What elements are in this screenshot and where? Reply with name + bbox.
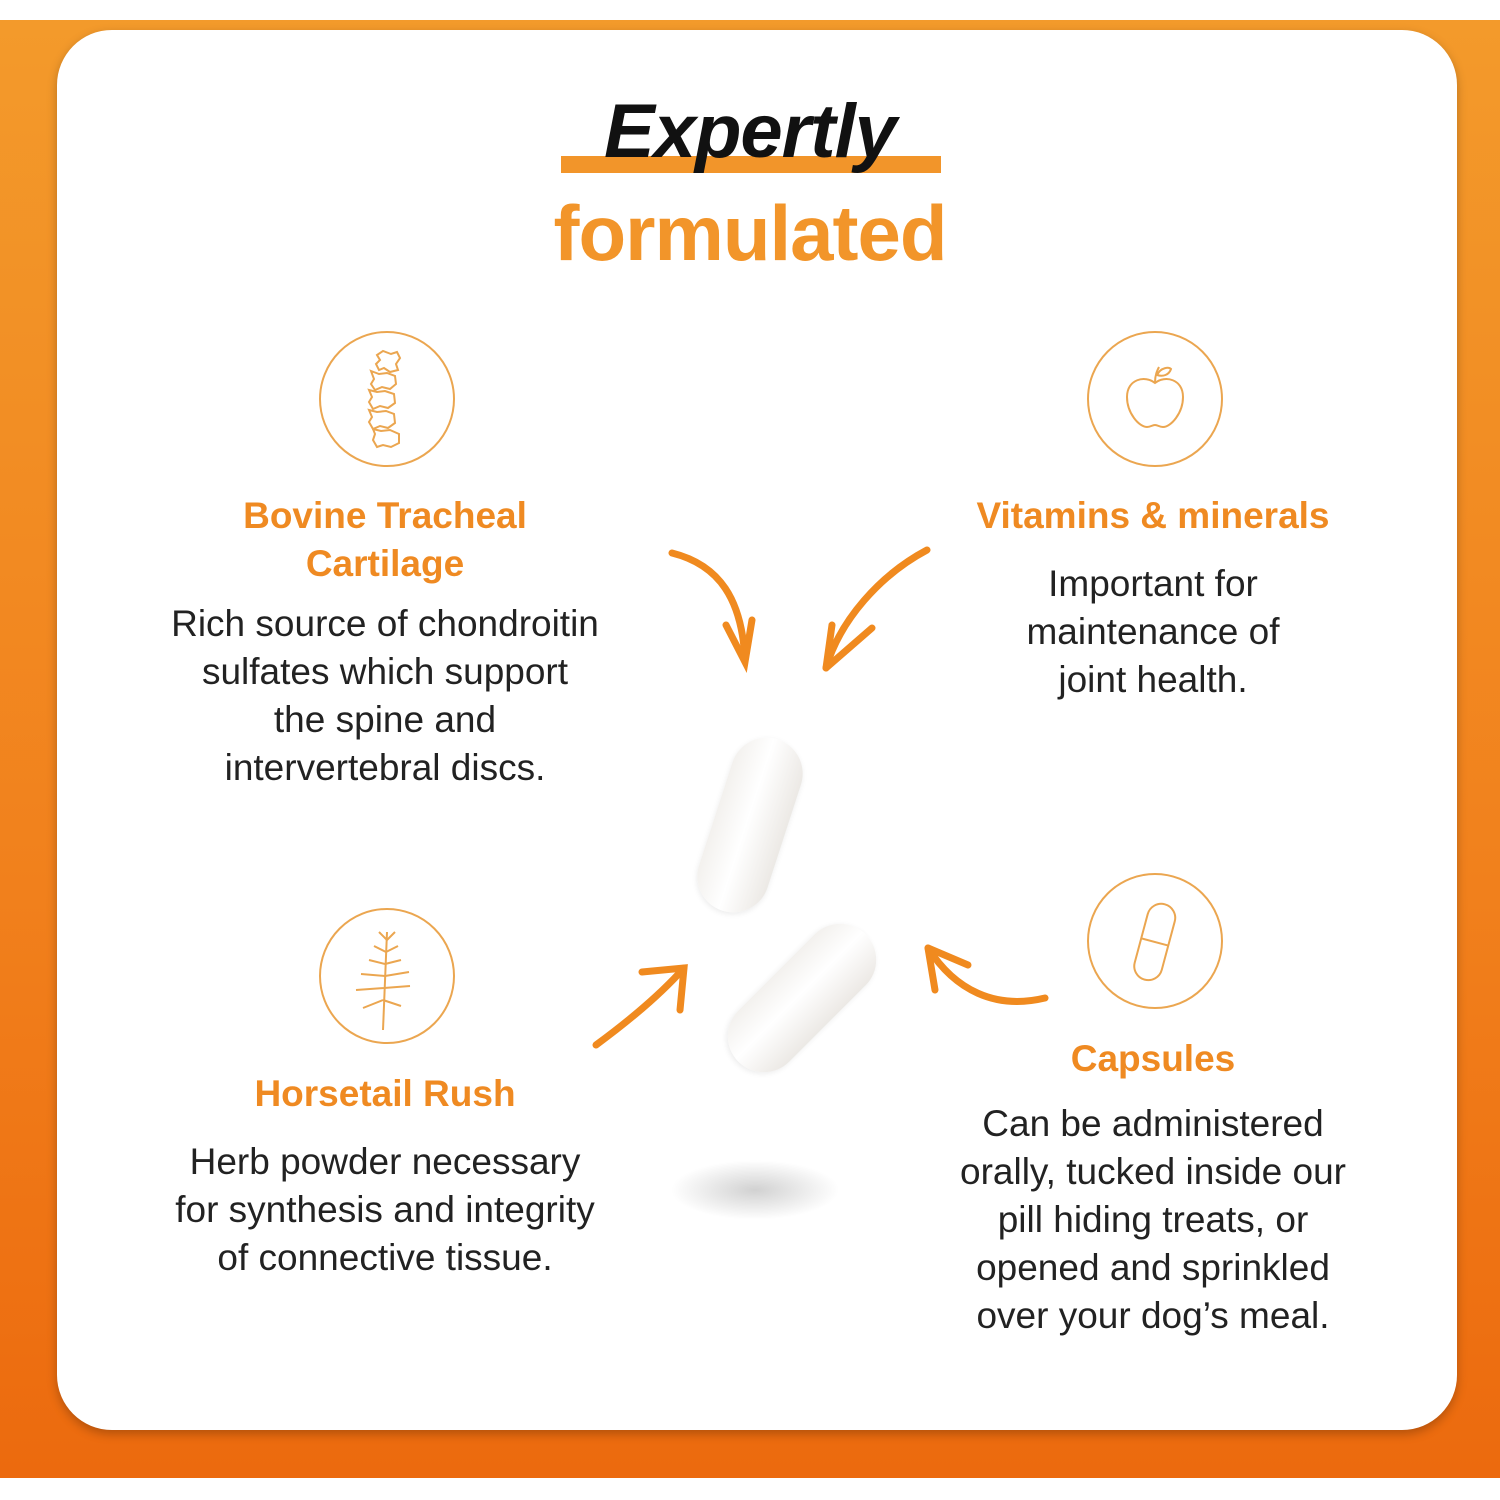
capsule-shadow [670,1160,840,1220]
feature-heading: Vitamins & minerals [976,495,1330,536]
arrow-icon [822,546,931,672]
title-underline [561,156,941,173]
title-line2: formulated [553,189,947,277]
horsetail-plant-icon [319,908,455,1044]
spine-icon [319,331,455,467]
feature-heading: Capsules [1070,1038,1236,1079]
content-card [57,30,1457,1430]
arrow-icon [668,549,756,674]
apple-icon [1087,331,1223,467]
title-line1: Expertly [604,89,897,174]
arrow-icon [924,944,1049,1005]
feature-heading: Horsetail Rush [254,1073,516,1114]
capsule-icon [1087,873,1223,1009]
arrow-icon [592,964,688,1049]
